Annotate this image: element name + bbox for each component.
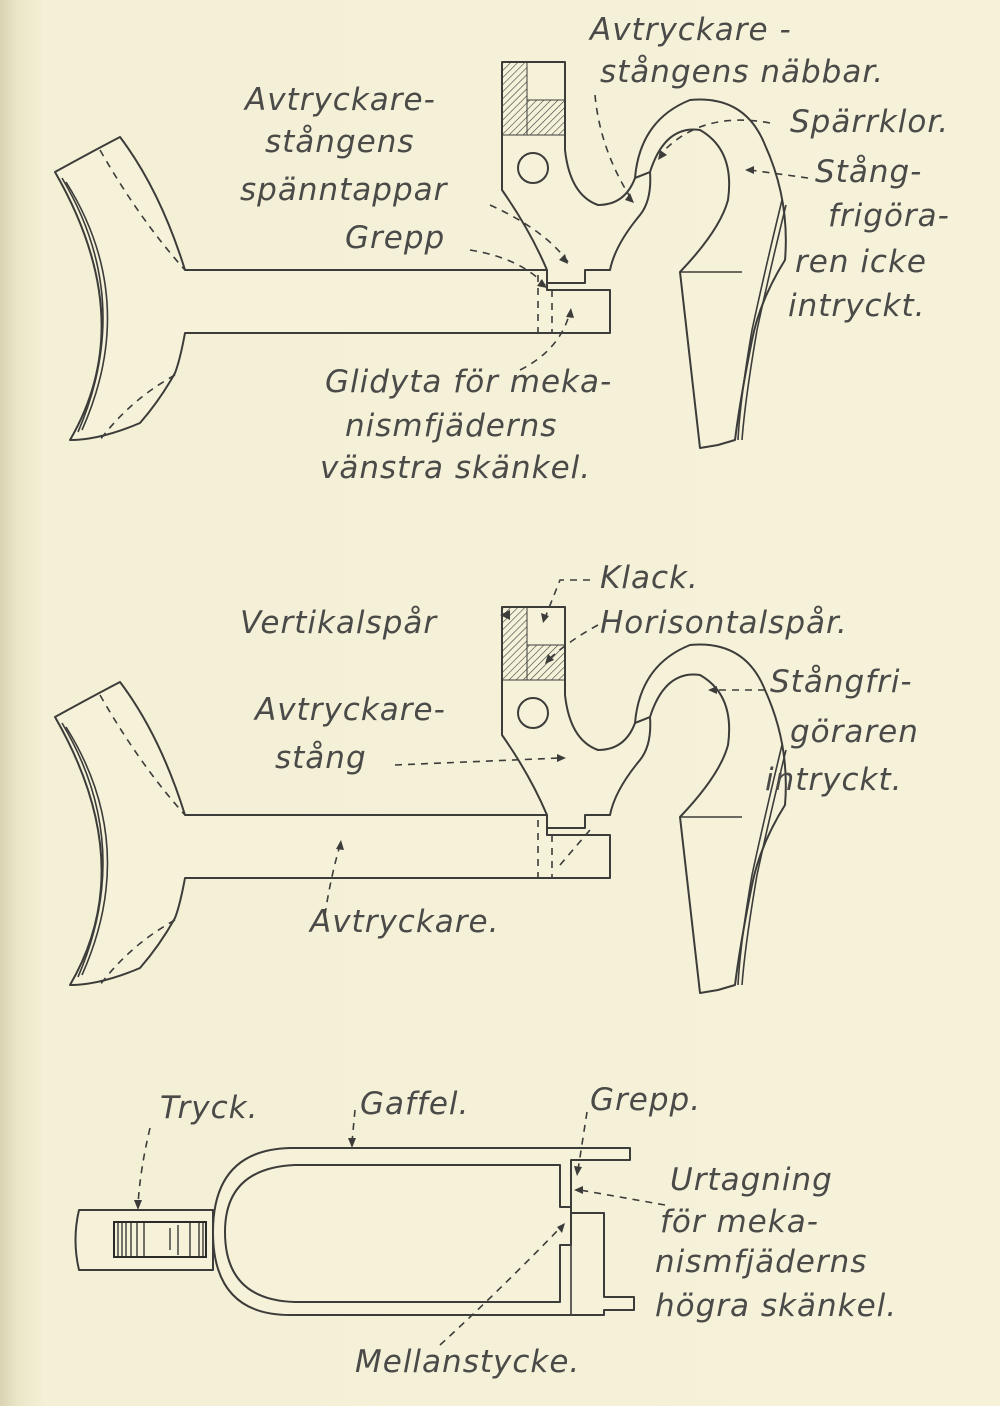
label-rod-release-pressed-2: göraren bbox=[790, 714, 919, 750]
fork-inner-opening bbox=[224, 1164, 572, 1303]
rod-release-drawing bbox=[634, 98, 787, 449]
leader-arrows bbox=[324, 579, 766, 916]
label-rod-cocking-pins-2: stångens bbox=[265, 124, 415, 160]
trigger-rod-drawing bbox=[501, 61, 652, 284]
label-rod-beaks-2: stångens näbbar. bbox=[600, 54, 884, 90]
label-lug: Klack. bbox=[600, 560, 699, 596]
leader-arrows bbox=[469, 94, 809, 371]
label-recess-3: nismfjäderns bbox=[655, 1244, 867, 1280]
leader-arrows bbox=[134, 1109, 666, 1346]
label-rod-cocking-pins-3: spänntappar bbox=[240, 172, 449, 208]
label-recess-1: Urtagning bbox=[670, 1162, 833, 1198]
label-fork: Gaffel. bbox=[360, 1086, 469, 1122]
labels-middle: Klack. Vertikalspår Horisontalspår. Stån… bbox=[240, 560, 919, 940]
label-rod-release-pressed-1: Stångfri- bbox=[770, 664, 913, 700]
figure-middle-pressed: Klack. Vertikalspår Horisontalspår. Stån… bbox=[54, 560, 919, 994]
figure-top-released: Avtryckare- stångens spänntappar Grepp A… bbox=[54, 12, 950, 486]
label-recess-2: för meka- bbox=[660, 1204, 819, 1240]
label-rod-release-3: ren icke bbox=[795, 244, 927, 280]
labels-top: Avtryckare- stångens spänntappar Grepp A… bbox=[240, 12, 950, 486]
label-grip: Grepp bbox=[345, 220, 445, 256]
label-rod-release-pressed-3: intryckt. bbox=[765, 762, 903, 798]
label-middle-piece: Mellanstycke. bbox=[355, 1344, 580, 1380]
label-rod-release-4: intryckt. bbox=[788, 288, 926, 324]
label-rod-cocking-pins-1: Avtryckare- bbox=[243, 82, 436, 118]
labels-bottom: Tryck. Gaffel. Grepp. Urtagning för meka… bbox=[160, 1082, 897, 1380]
label-sliding-surface-2: nismfjäderns bbox=[345, 408, 557, 444]
label-vertical-groove: Vertikalspår bbox=[240, 605, 438, 641]
label-push: Tryck. bbox=[160, 1090, 258, 1126]
figure-bottom-fork: Tryck. Gaffel. Grepp. Urtagning för meka… bbox=[74, 1082, 897, 1380]
rod-release-drawing bbox=[634, 643, 787, 994]
label-ratchet-claws: Spärrklor. bbox=[790, 104, 949, 140]
label-grip: Grepp. bbox=[590, 1082, 701, 1118]
label-rod-beaks-1: Avtryckare - bbox=[588, 12, 792, 48]
label-rod-release-2: frigöra- bbox=[828, 198, 950, 234]
label-trigger-rod-1: Avtryckare- bbox=[253, 692, 446, 728]
label-horizontal-groove: Horisontalspår. bbox=[600, 605, 848, 641]
label-recess-4: högra skänkel. bbox=[655, 1288, 897, 1324]
label-rod-release-1: Stång- bbox=[815, 154, 922, 190]
label-trigger: Avtryckare. bbox=[308, 904, 499, 940]
knurled-push-area bbox=[113, 1221, 207, 1258]
label-trigger-rod-2: stång bbox=[275, 740, 367, 776]
label-sliding-surface-1: Glidyta för meka- bbox=[325, 364, 612, 400]
label-sliding-surface-3: vänstra skänkel. bbox=[320, 450, 591, 486]
